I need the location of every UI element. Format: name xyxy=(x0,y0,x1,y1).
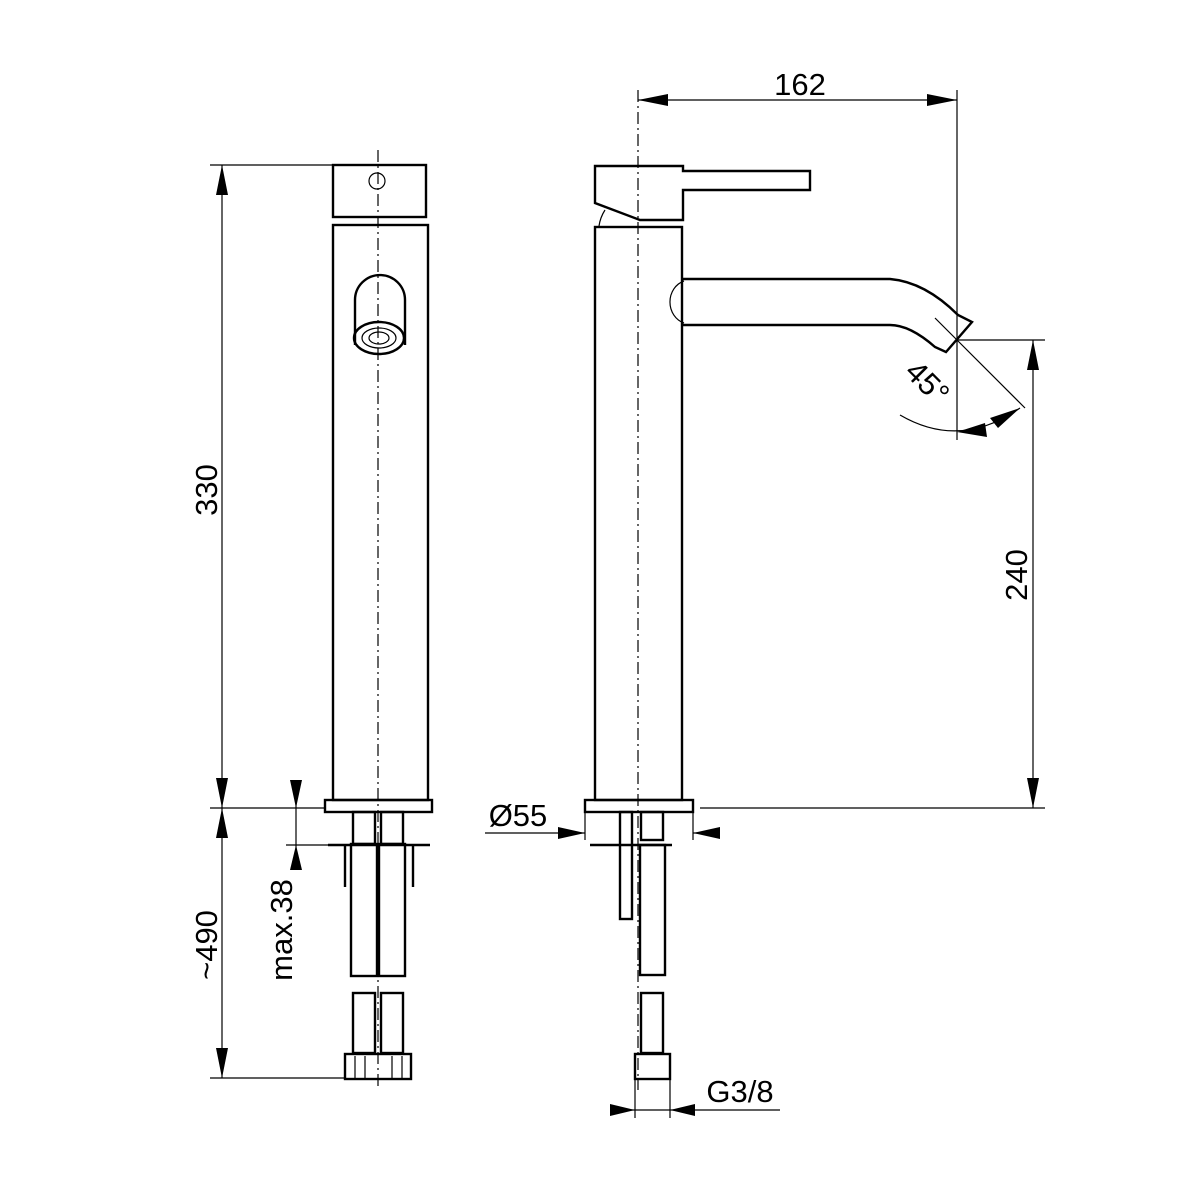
front-hose-nut xyxy=(343,1052,413,1081)
side-view xyxy=(583,90,974,1090)
diameter-55-label: Ø55 xyxy=(489,798,548,833)
reach-162-label: 162 xyxy=(774,67,826,102)
height-240-label: 240 xyxy=(999,549,1034,601)
hose-490-label: ~490 xyxy=(189,910,224,980)
dimension-330: 330 ~490 xyxy=(189,164,345,1079)
dimension-162: 162 xyxy=(638,67,958,440)
dimension-max38: max.38 xyxy=(264,780,345,981)
dimension-45deg: 45° xyxy=(898,317,1026,437)
front-handle-cap xyxy=(331,163,428,219)
handle-hole xyxy=(368,172,386,190)
side-hose-nut xyxy=(633,1052,672,1081)
front-body xyxy=(331,223,430,802)
lever-handle xyxy=(593,164,812,222)
spout xyxy=(682,277,974,354)
front-base-plate xyxy=(323,798,434,814)
dimension-d55: Ø55 xyxy=(485,798,720,840)
height-330-label: 330 xyxy=(189,464,224,516)
max38-label: max.38 xyxy=(264,879,299,981)
dimension-240: 240 xyxy=(700,339,1045,809)
angle-45-label: 45° xyxy=(898,354,956,412)
front-view xyxy=(323,150,434,1090)
thread-g38-label: G3/8 xyxy=(706,1074,773,1109)
aerator xyxy=(352,320,406,356)
aerator-outline xyxy=(353,273,407,345)
side-base-plate xyxy=(583,798,695,814)
dimension-g38: G3/8 xyxy=(610,1074,780,1118)
